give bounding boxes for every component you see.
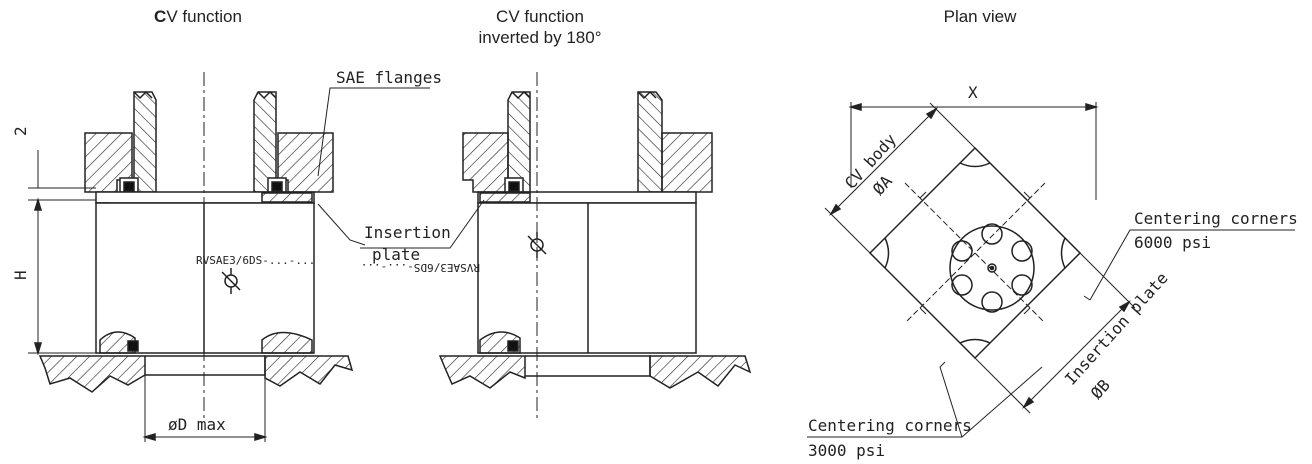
- label-part-code-inverted: RVSAE3/6DS-...-...: [361, 261, 480, 274]
- label-d-max: øD max: [168, 415, 226, 434]
- label-dim-b: ØB: [1087, 376, 1114, 403]
- label-psi-3000: 3000 psi: [808, 441, 885, 460]
- cv-function-section: [28, 72, 430, 442]
- base-right: [264, 355, 354, 387]
- label-psi-6000: 6000 psi: [1134, 233, 1211, 252]
- cv-inverted-section: [360, 72, 752, 420]
- label-centering-corners-6000: Centering corners: [1134, 209, 1298, 228]
- cv-body-middle: [477, 202, 697, 354]
- heading-cv-function-text: V function: [166, 7, 242, 26]
- label-part-code-left: RVSAE3/6DS-...-...: [196, 254, 315, 267]
- label-sae-flanges: SAE flanges: [336, 68, 442, 87]
- middle-left-shaft: [507, 91, 531, 193]
- label-centering-corners-3000: Centering corners: [808, 416, 972, 435]
- cv-body-plan: [868, 146, 1082, 360]
- bolt-circle: [949, 225, 1035, 311]
- middle-left-flange: [462, 132, 509, 193]
- middle-right-shaft: [637, 91, 663, 193]
- label-dim-x: X: [968, 83, 978, 102]
- base-left: [38, 355, 146, 393]
- right-flange-shaft: [253, 91, 277, 193]
- label-insertion-line1: Insertion: [364, 223, 451, 242]
- label-dim-2: 2: [11, 126, 30, 136]
- heading-cv-inverted: CV function inverted by 180°: [440, 6, 640, 48]
- middle-base-left: [438, 355, 526, 389]
- middle-base-right: [649, 355, 752, 389]
- label-insertion-line2: plate: [372, 245, 420, 264]
- heading-plan-view: Plan view: [900, 6, 1060, 27]
- left-flange-shaft: [133, 91, 157, 193]
- heading-cv-function: CV function: [118, 6, 278, 27]
- label-dim-a: ØA: [869, 171, 896, 198]
- cv-body-left: [95, 202, 315, 354]
- heading-plan-view-text: Plan view: [943, 7, 1017, 26]
- label-insertion-plate-plan: Insertion plate: [1061, 269, 1172, 389]
- heading-cv-inverted-line1: CV function: [496, 7, 584, 26]
- plan-view-section: [807, 102, 1295, 438]
- middle-right-flange: [661, 132, 713, 193]
- heading-cv-inverted-line2: inverted by 180°: [478, 28, 602, 47]
- label-dim-h: H: [11, 270, 30, 280]
- heading-cv-function-initial: C: [154, 7, 167, 26]
